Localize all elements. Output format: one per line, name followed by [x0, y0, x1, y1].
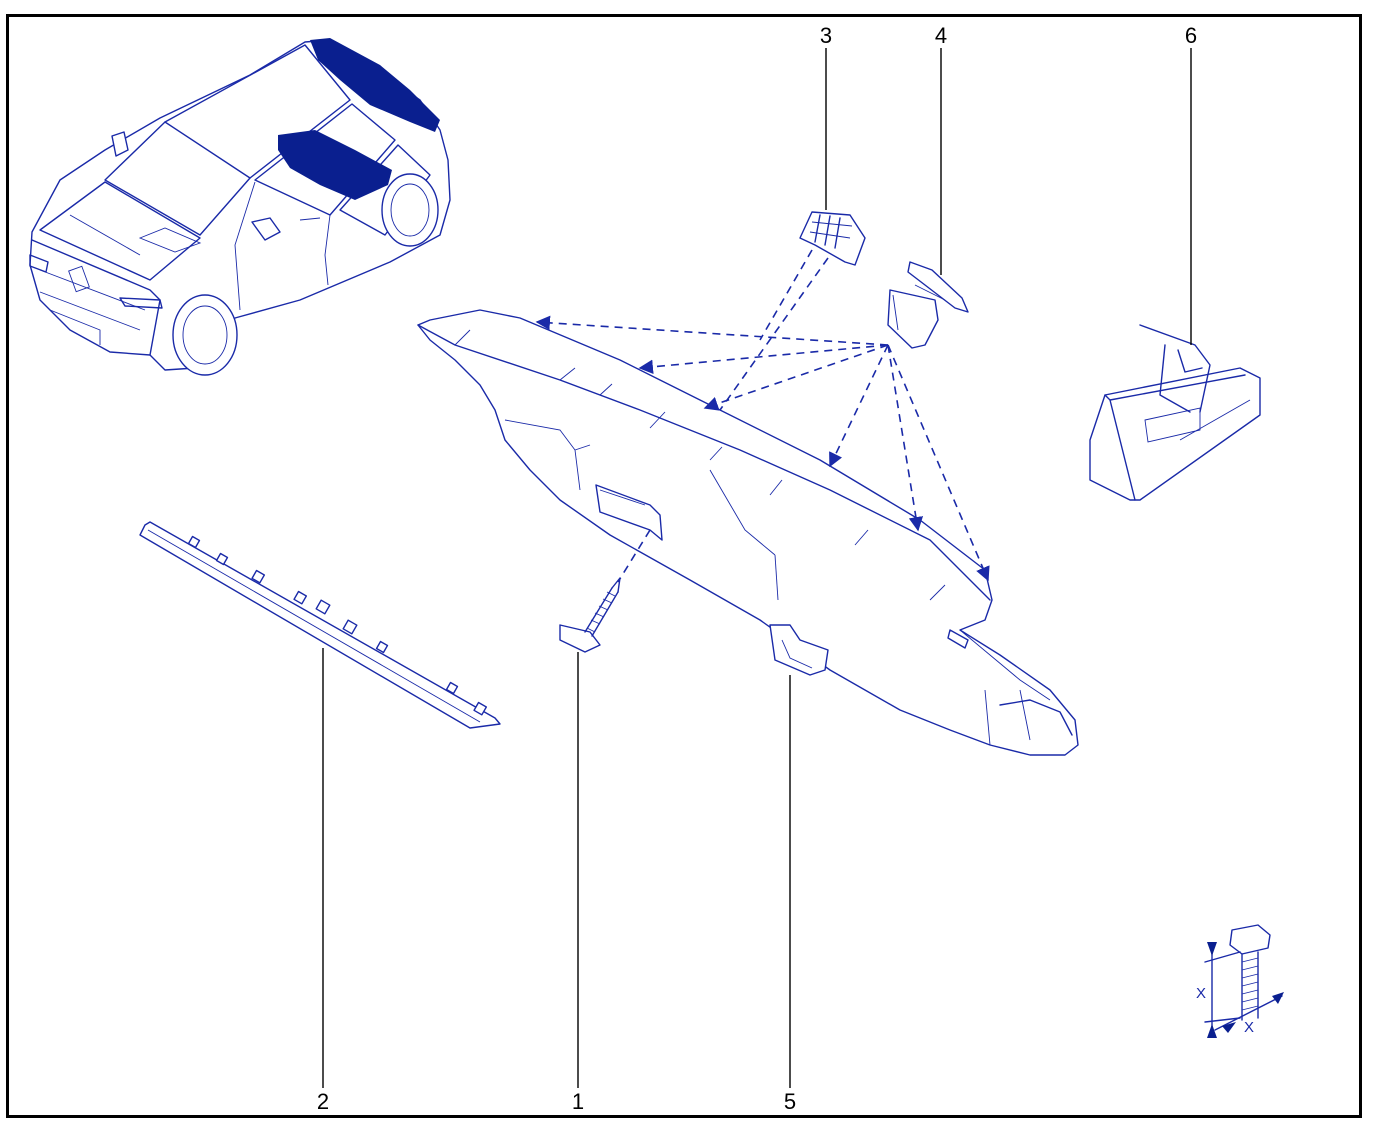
part-3-clip [799, 211, 866, 266]
callout-5: 5 [783, 1089, 797, 1114]
dimension-label-x-width: X [1244, 1019, 1254, 1036]
main-trim-panel [417, 309, 1079, 756]
part-2-trim-strip [139, 521, 501, 729]
part-6-bracket [1089, 324, 1261, 501]
callout-6: 6 [1184, 23, 1198, 48]
callout-1: 1 [571, 1089, 585, 1114]
callout-leaders [322, 48, 1192, 1088]
dimension-label-x-height: X [1196, 985, 1206, 1002]
part-4-clip [887, 261, 969, 349]
assembly-direction-arrows [535, 249, 990, 583]
callout-4: 4 [934, 23, 948, 48]
callout-3: 3 [819, 23, 833, 48]
callout-2: 2 [316, 1089, 330, 1114]
car-location-view [29, 38, 451, 376]
part-1-screw [559, 577, 621, 653]
bolt-dimension-symbol: X X [1196, 924, 1284, 1038]
